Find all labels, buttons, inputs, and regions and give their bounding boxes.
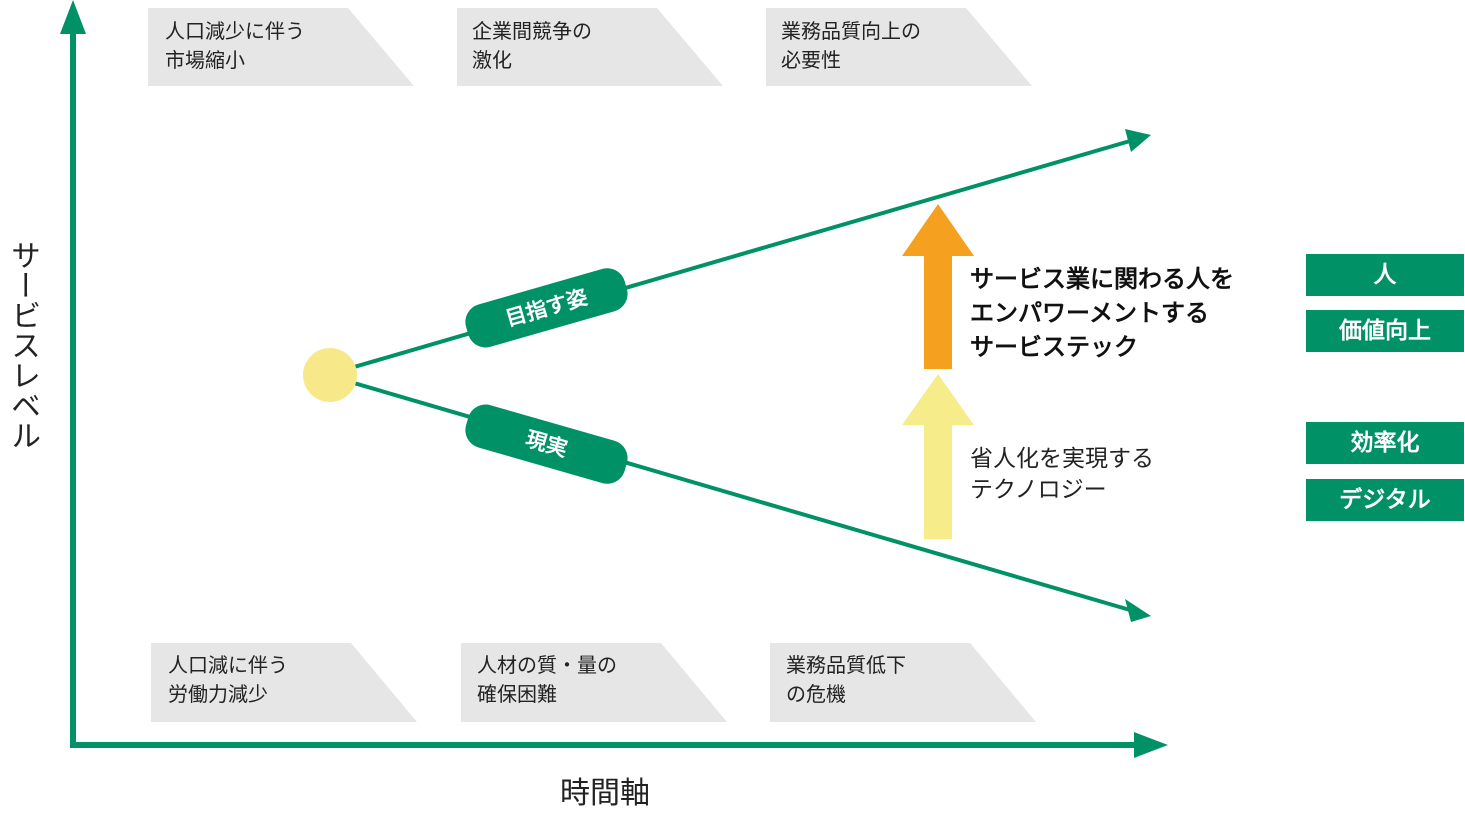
upper-path-arrowhead — [1125, 129, 1151, 152]
bottom-factor-bg-2 — [461, 643, 727, 722]
y-axis-arrowhead — [60, 0, 86, 34]
bottom-factor-bg-1 — [151, 643, 417, 722]
labor-saving-text: 省人化を実現する テクノロジー — [970, 446, 1154, 503]
orange-arrow-head — [902, 204, 974, 256]
top-factor-2: 企業間競争の 激化 — [472, 19, 592, 72]
x-axis-label: 時間軸 — [560, 776, 650, 811]
bottom-factor-1: 人口減に伴う 労働力減少 — [168, 653, 288, 706]
top-factor-3: 業務品質向上の 必要性 — [781, 19, 921, 72]
lower-path-arrowhead — [1125, 599, 1151, 622]
box-digital: デジタル — [1306, 479, 1464, 521]
lower-path-pill — [465, 404, 628, 484]
yellow-arrow-shaft — [924, 424, 952, 539]
bottom-factor-3: 業務品質低下 の危機 — [786, 653, 906, 706]
upper-path-line — [329, 139, 1131, 376]
box-efficiency: 効率化 — [1306, 422, 1464, 464]
upper-path-pill — [465, 268, 628, 348]
top-factor-bg-2 — [457, 8, 723, 86]
bottom-factor-2: 人材の質・量の 確保困難 — [477, 653, 617, 706]
servicetech-text: サービス業に関わる人を エンパワーメントする サービステック — [970, 265, 1234, 361]
y-axis-label: サービスレベル — [5, 240, 40, 450]
orange-arrow-shaft — [924, 255, 952, 369]
x-axis-arrowhead — [1134, 732, 1168, 758]
origin-dot — [303, 348, 357, 402]
top-factor-1: 人口減少に伴う 市場縮小 — [165, 19, 305, 72]
box-value-up: 価値向上 — [1306, 310, 1464, 352]
top-factor-bg-3 — [766, 8, 1032, 86]
yellow-arrow-head — [902, 374, 974, 425]
top-factor-bg-1 — [148, 8, 414, 86]
box-people: 人 — [1306, 254, 1464, 296]
bottom-factor-bg-3 — [770, 643, 1036, 722]
lower-path-line — [329, 374, 1131, 612]
